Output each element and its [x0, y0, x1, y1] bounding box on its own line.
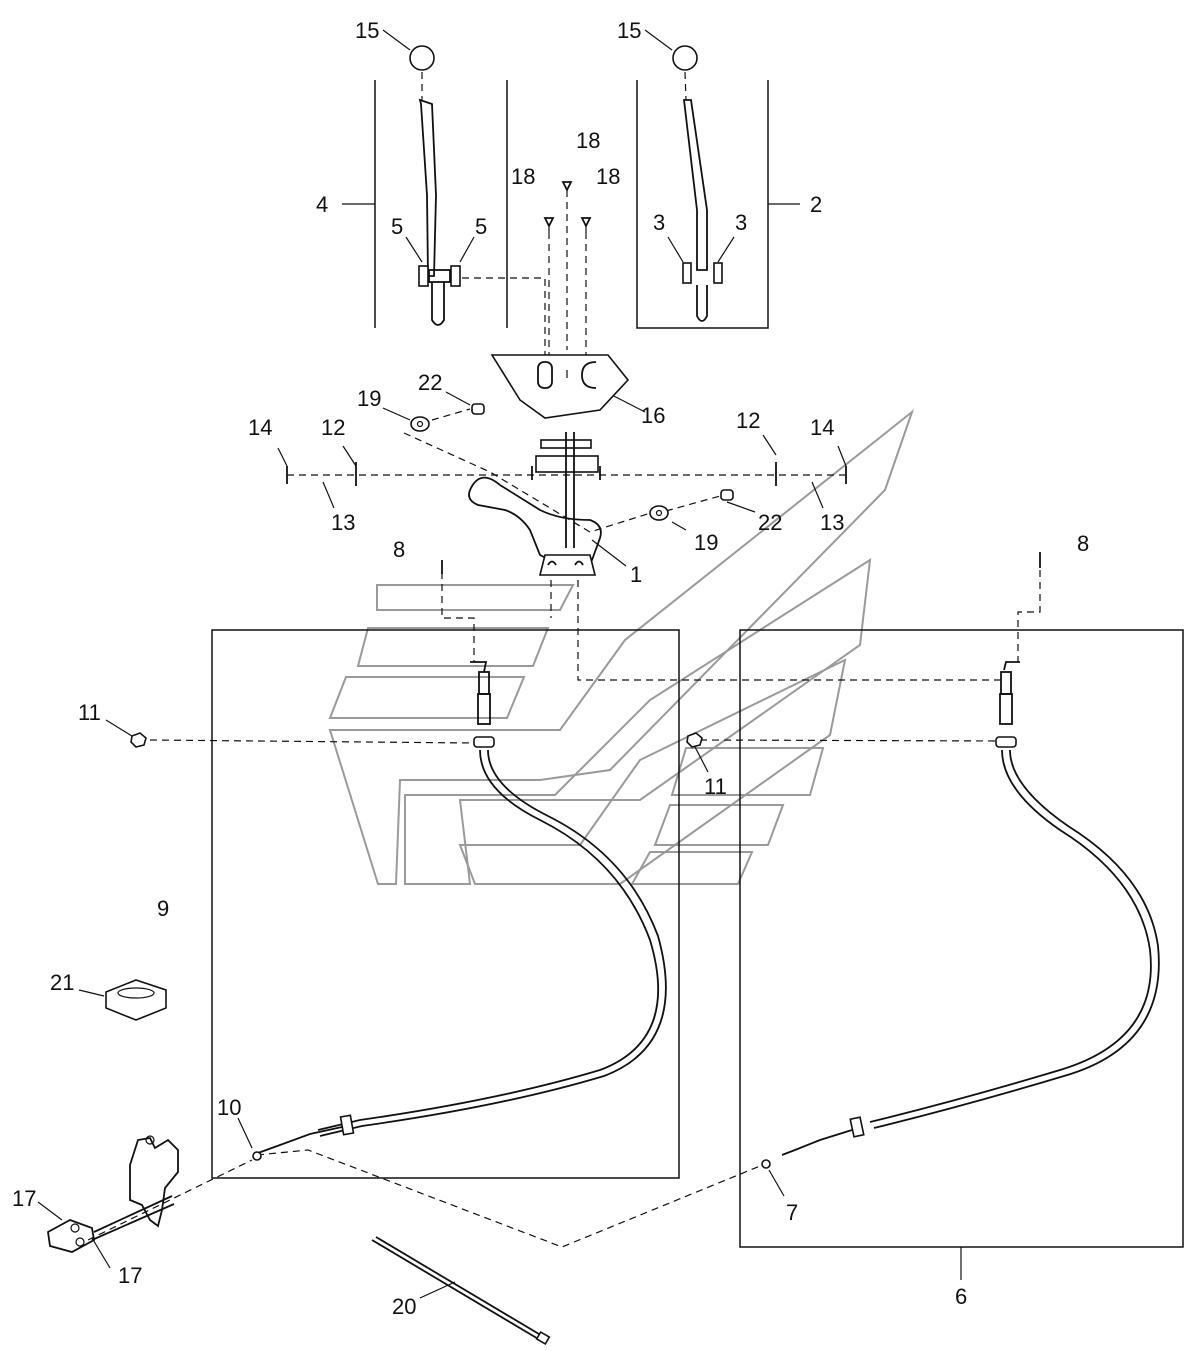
- callout-20: 20: [392, 1294, 416, 1319]
- group-frames: [211, 80, 1184, 1248]
- callout-19-right: 19: [694, 530, 718, 555]
- right-cable: [761, 661, 1160, 1169]
- callout-21: 21: [50, 970, 74, 995]
- callout-1: 1: [630, 562, 642, 587]
- right-shift-lever: [672, 45, 723, 322]
- assembly-dashed-lines: [87, 71, 1041, 1248]
- callout-8-left: 8: [393, 537, 405, 562]
- callout-15-left: 15: [355, 18, 379, 43]
- callout-5-left: 5: [391, 214, 403, 239]
- callout-10: 10: [217, 1095, 241, 1120]
- callout-11-right: 11: [704, 774, 727, 799]
- callout-22-right: 22: [758, 510, 782, 535]
- callout-4: 4: [316, 192, 328, 217]
- callout-7: 7: [786, 1200, 798, 1225]
- callout-12-right: 12: [736, 408, 760, 433]
- nuts-11: [130, 732, 703, 748]
- transmission-bracket: [47, 1135, 179, 1253]
- callout-9: 9: [157, 896, 169, 921]
- callout-14-left: 14: [248, 415, 272, 440]
- callout-14-right: 14: [810, 415, 834, 440]
- callout-12-left: 12: [321, 415, 345, 440]
- screws-18: [543, 181, 592, 232]
- strap-21: [105, 979, 167, 1021]
- callout-22-left: 22: [418, 370, 442, 395]
- cable-tie-20: [371, 1236, 551, 1346]
- callout-19-left: 19: [357, 386, 381, 411]
- callout-18-left: 18: [511, 164, 535, 189]
- watermark-logo: [328, 409, 915, 885]
- callout-3-left: 3: [653, 210, 665, 235]
- callout-18-center: 18: [576, 128, 600, 153]
- left-shift-lever: [409, 45, 461, 326]
- callout-16: 16: [641, 403, 665, 428]
- callout-17-bottom: 17: [118, 1263, 142, 1288]
- callout-13-right: 13: [820, 510, 844, 535]
- callout-13-left: 13: [331, 510, 355, 535]
- callout-11-left: 11: [78, 700, 101, 725]
- pins-12-13-14: [286, 462, 847, 486]
- leader-lines: [37, 29, 962, 1299]
- callout-18-right: 18: [596, 164, 620, 189]
- bezel-plate-16: [490, 354, 630, 419]
- callout-8-right: 8: [1077, 531, 1089, 556]
- callout-2: 2: [810, 192, 822, 217]
- washers-and-bolts: [410, 403, 734, 521]
- shifter-base-1: [468, 432, 602, 576]
- callout-6: 6: [955, 1284, 967, 1309]
- callout-15-right: 15: [617, 18, 641, 43]
- callout-labels: 1 2 3 3 4 5 5 6 7 8 8 9 10 11 11 12 12 1…: [12, 18, 1089, 1319]
- left-cable: [252, 661, 667, 1161]
- callout-17-top: 17: [12, 1186, 36, 1211]
- callout-3-right: 3: [735, 210, 747, 235]
- clips-8: [441, 552, 1041, 574]
- callout-5-right: 5: [475, 214, 487, 239]
